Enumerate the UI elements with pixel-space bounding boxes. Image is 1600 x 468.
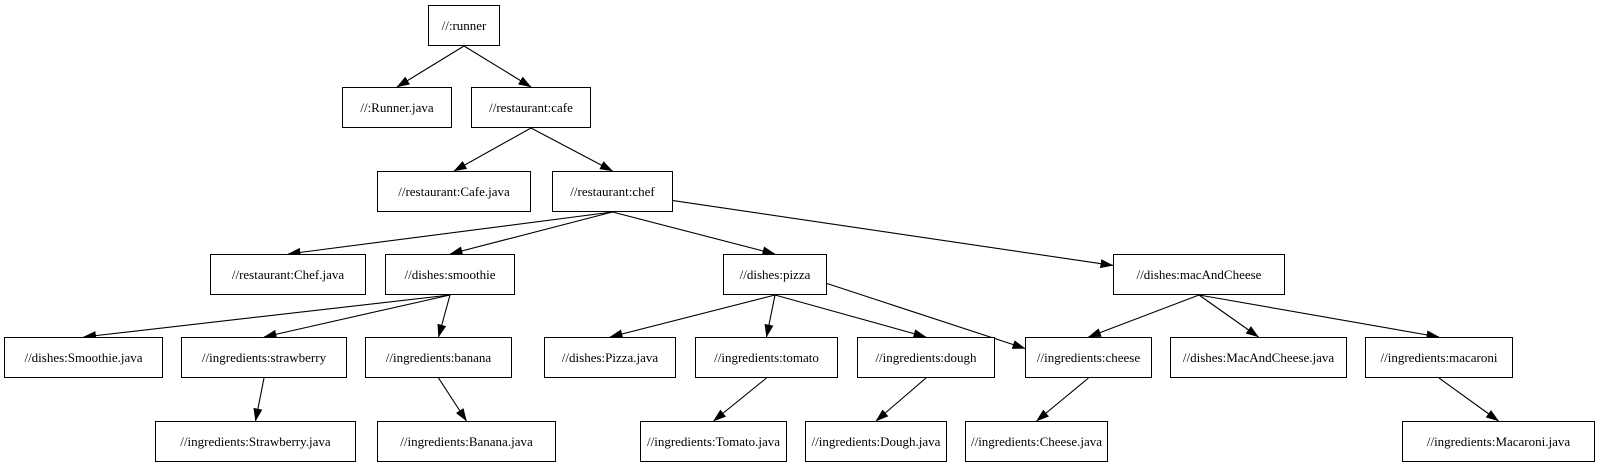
edge-runner-to-runner-java <box>396 45 465 88</box>
edge-smoothie-to-strawberry <box>263 294 451 339</box>
graph-node-label: //dishes:pizza <box>739 266 811 282</box>
graph-node-label: //dishes:Pizza.java <box>561 349 659 365</box>
graph-node-banana: //ingredients:banana <box>365 337 512 378</box>
edge-dough-to-dough-java <box>875 377 927 422</box>
graph-node-cafe-java: //restaurant:Cafe.java <box>377 171 531 212</box>
graph-node-label: //dishes:macAndCheese <box>1136 266 1262 282</box>
graph-node-strawberry-java: //ingredients:Strawberry.java <box>155 421 356 462</box>
edge-chef-to-chef-java <box>287 211 613 257</box>
graph-node-label: //:runner <box>441 17 487 33</box>
graph-node-chef-java: //restaurant:Chef.java <box>210 254 366 295</box>
graph-node-tomato-java: //ingredients:Tomato.java <box>640 421 787 462</box>
graph-node-strawberry: //ingredients:strawberry <box>181 337 347 378</box>
graph-node-label: //dishes:Smoothie.java <box>24 349 143 365</box>
graph-node-pizza: //dishes:pizza <box>723 254 827 295</box>
edge-mac-and-cheese-to-mac-and-cheese-java <box>1198 294 1259 338</box>
graph-node-label: //ingredients:banana <box>385 349 492 365</box>
edge-chef-to-mac-and-cheese <box>672 199 1114 269</box>
edge-pizza-to-tomato <box>764 294 776 338</box>
graph-node-macaroni-java: //ingredients:Macaroni.java <box>1402 421 1595 462</box>
edge-pizza-to-dough <box>774 294 927 338</box>
edge-macaroni-to-macaroni-java <box>1438 377 1499 422</box>
graph-node-label: //restaurant:Chef.java <box>231 266 345 282</box>
graph-node-mac-and-cheese: //dishes:macAndCheese <box>1113 254 1285 295</box>
graph-node-runner: //:runner <box>428 5 500 46</box>
graph-node-chef: //restaurant:chef <box>552 171 673 212</box>
edge-strawberry-to-strawberry-java <box>253 377 265 422</box>
edges-group <box>83 45 1499 422</box>
graph-node-label: //restaurant:chef <box>570 183 655 199</box>
graph-node-label: //dishes:smoothie <box>404 266 496 282</box>
edge-smoothie-to-banana <box>437 294 451 338</box>
graph-node-dough-java: //ingredients:Dough.java <box>805 421 947 462</box>
graph-node-label: //ingredients:Strawberry.java <box>180 433 331 449</box>
graph-node-label: //dishes:MacAndCheese.java <box>1182 349 1335 365</box>
graph-node-mac-and-cheese-java: //dishes:MacAndCheese.java <box>1170 337 1347 378</box>
graph-node-label: //ingredients:macaroni <box>1380 349 1498 365</box>
graph-node-label: //ingredients:cheese <box>1036 349 1141 365</box>
edge-chef-to-smoothie <box>449 211 613 256</box>
graph-node-label: //ingredients:Macaroni.java <box>1426 433 1571 449</box>
graph-node-label: //restaurant:Cafe.java <box>398 183 510 199</box>
graph-node-label: //restaurant:cafe <box>489 99 573 115</box>
edge-tomato-to-tomato-java <box>713 377 767 422</box>
edge-smoothie-to-smoothie-java <box>83 294 451 341</box>
edge-mac-and-cheese-to-cheese <box>1088 294 1200 338</box>
graph-node-pizza-java: //dishes:Pizza.java <box>544 337 676 378</box>
graph-node-label: //:Runner.java <box>360 99 434 115</box>
edge-pizza-to-pizza-java <box>609 294 776 339</box>
graph-node-smoothie-java: //dishes:Smoothie.java <box>4 337 163 378</box>
graph-node-macaroni: //ingredients:macaroni <box>1365 337 1513 378</box>
edge-cheese-to-cheese-java <box>1036 377 1089 422</box>
graph-node-tomato: //ingredients:tomato <box>695 337 838 378</box>
graph-node-label: //ingredients:Tomato.java <box>646 433 781 449</box>
graph-node-cheese-java: //ingredients:Cheese.java <box>965 421 1108 462</box>
graph-node-cheese: //ingredients:cheese <box>1025 337 1152 378</box>
graph-node-label: //ingredients:tomato <box>714 349 819 365</box>
graph-node-banana-java: //ingredients:Banana.java <box>377 421 556 462</box>
graph-node-label: //ingredients:Banana.java <box>400 433 533 449</box>
graph-node-label: //ingredients:dough <box>875 349 977 365</box>
edge-runner-to-cafe <box>463 45 532 88</box>
graph-node-runner-java: //:Runner.java <box>342 87 452 128</box>
graph-node-label: //ingredients:Cheese.java <box>970 433 1103 449</box>
edge-cafe-to-chef <box>530 127 613 172</box>
graph-node-label: //ingredients:Dough.java <box>811 433 941 449</box>
graph-node-label: //ingredients:strawberry <box>201 349 327 365</box>
edge-mac-and-cheese-to-macaroni <box>1198 294 1440 340</box>
graph-node-dough: //ingredients:dough <box>857 337 995 378</box>
graph-node-cafe: //restaurant:cafe <box>471 87 591 128</box>
edge-cafe-to-cafe-java <box>453 127 532 172</box>
edge-chef-to-pizza <box>612 211 776 256</box>
edge-banana-to-banana-java <box>438 377 467 422</box>
graph-node-smoothie: //dishes:smoothie <box>385 254 515 295</box>
